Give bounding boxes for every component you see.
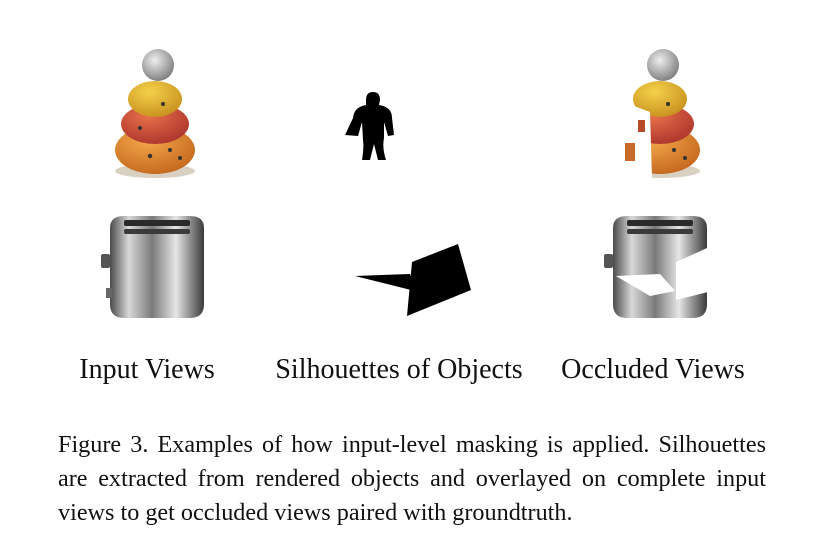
occluded-toy-image — [612, 49, 700, 178]
figure-images — [101, 49, 716, 318]
figure-caption: Figure 3. Examples of how input-level ma… — [58, 431, 766, 526]
silhouette-figure — [345, 92, 394, 160]
column-label-silhouettes: Silhouettes of Objects — [275, 354, 523, 385]
silhouette-polygon — [355, 244, 471, 316]
column-label-input-views: Input Views — [79, 354, 215, 385]
figure: Input Views Silhouettes of Objects Occlu… — [79, 49, 745, 385]
occluded-toaster-image — [604, 216, 716, 318]
column-label-occluded-views: Occluded Views — [561, 354, 745, 385]
input-toaster-image — [101, 216, 204, 318]
input-toy-image — [115, 49, 195, 178]
